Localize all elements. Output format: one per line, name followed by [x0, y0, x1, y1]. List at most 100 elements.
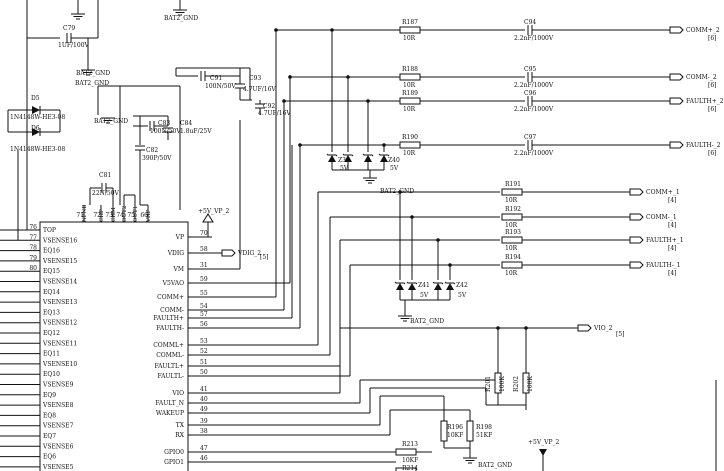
- ic-pin-number: 50: [200, 369, 208, 376]
- ic-pin-name: RX: [175, 432, 185, 439]
- port-name: FAULTH-_1: [646, 262, 681, 269]
- power-arrow: [202, 213, 214, 223]
- ground-symbol: [173, 9, 187, 16]
- resistor: [466, 420, 474, 442]
- ground-symbol: [71, 13, 85, 20]
- component-ref: C93: [249, 75, 261, 82]
- resistor: [501, 261, 523, 269]
- ground-net-label: BAT2_GND: [94, 118, 128, 125]
- resistor: [494, 372, 502, 394]
- net-port: [669, 97, 684, 105]
- component-layer: [32, 9, 684, 471]
- ic-pin-name: VSENSE5: [42, 464, 74, 471]
- component-ref: C83: [158, 120, 170, 127]
- capacitor: [527, 96, 533, 106]
- component-ref: R194: [505, 254, 521, 261]
- port-page-ref: [6]: [708, 82, 717, 89]
- ic-pin-name: VSENSE8: [42, 402, 74, 409]
- port-name: COMM+_1: [646, 189, 680, 196]
- component-value: 5V: [420, 292, 429, 299]
- zener-diode: [362, 153, 374, 162]
- resistor: [522, 372, 530, 394]
- ground-net-label: BAT2_GND: [76, 70, 110, 77]
- component-value: 10R: [403, 150, 416, 157]
- component-ref: R190: [402, 134, 418, 141]
- ic-pin-number: 71: [76, 212, 84, 219]
- component-ref: C92: [263, 103, 275, 110]
- junction-dot: [382, 143, 386, 147]
- component-ref: C97: [524, 134, 536, 141]
- component-value: 100K: [499, 376, 506, 392]
- component-value: 10R: [505, 197, 518, 204]
- ic-pin-name: NPNB: [82, 205, 88, 222]
- port-name: VIO_2: [593, 325, 613, 332]
- port-name: FAULTH+_2: [686, 98, 724, 105]
- port-page-ref: [6]: [708, 35, 717, 42]
- ground-net-label: BAT2_GND: [75, 80, 109, 87]
- component-ref: R188: [402, 66, 418, 73]
- ic-pin-name: EQ13: [43, 309, 60, 316]
- zener-diode: [444, 281, 456, 290]
- ic-pin-number: 77: [29, 234, 37, 241]
- ic-pin-number: 39: [200, 418, 208, 425]
- port-page-ref: [5]: [616, 331, 625, 338]
- ic-pin-name: COMM+: [157, 294, 184, 301]
- component-ref: C94: [524, 19, 536, 26]
- component-value: 5V: [390, 165, 399, 172]
- component-ref: R202: [513, 376, 520, 392]
- component-value: 1N4148W-HE3-08: [10, 146, 65, 153]
- ic-pin-name: EQ16: [43, 248, 60, 255]
- ic-pin-name: WAKEUP: [156, 410, 184, 417]
- resistor: [399, 26, 421, 34]
- junction-dot: [366, 99, 370, 103]
- component-ref: R196: [447, 424, 463, 431]
- net-port: [629, 261, 644, 269]
- resistor: [399, 97, 421, 105]
- ic-pin-name: EQ6: [43, 454, 56, 461]
- ic-pin-name: VSENSE9: [42, 382, 74, 389]
- ic-pin-number: 41: [200, 386, 208, 393]
- component-ref: Z40: [388, 157, 400, 164]
- net-port: [629, 188, 644, 196]
- component-value: 1.8uF/25V: [180, 128, 212, 135]
- zener-diode: [342, 153, 354, 162]
- ic-pin-name: EQ10: [43, 371, 60, 378]
- port-page-ref: [4]: [668, 270, 677, 277]
- component-value: 10KF: [402, 457, 418, 464]
- ic-pin-name: VSENSE12: [42, 320, 77, 327]
- component-ref: R187: [402, 19, 418, 26]
- net-port: [221, 249, 236, 257]
- ic-pin-number: 38: [200, 428, 208, 435]
- zener-diode: [326, 153, 338, 162]
- component-value: 5V: [340, 165, 349, 172]
- junction-dot: [346, 75, 350, 79]
- component-ref: C81: [99, 172, 111, 179]
- zener-diode: [432, 281, 444, 290]
- ic-pin-name: CHM: [111, 207, 117, 222]
- ic-pin-name: OUT1: [133, 206, 139, 222]
- capacitor: [149, 121, 155, 131]
- port-page-ref: [4]: [668, 245, 677, 252]
- port-name: COMM-_1: [646, 214, 677, 221]
- component-value: 10R: [505, 222, 518, 229]
- ground-net-label: BAT2_GND: [380, 188, 414, 195]
- net-port: [669, 73, 684, 81]
- component-ref: Z41: [418, 282, 430, 289]
- zener-diode: [394, 281, 406, 290]
- component-value: 100K: [527, 376, 534, 392]
- junction-dot: [436, 238, 440, 242]
- ic-pin-number: 46: [200, 455, 208, 462]
- ic-pin-name: EQ7: [43, 433, 56, 440]
- ground-net-label: BAT2_GND: [410, 318, 444, 325]
- ic-pin-number: 72: [93, 212, 101, 219]
- power-net-label: +5V_VP_2: [198, 208, 230, 215]
- ic-pin-number: 53: [200, 338, 208, 345]
- ic-pin-number: 76: [29, 224, 37, 231]
- ic-pin-name: VM: [173, 266, 184, 273]
- ic-pin-number: 66: [140, 212, 148, 219]
- component-ref: R201: [485, 376, 492, 392]
- ic-pin-name: EQ8: [43, 412, 56, 419]
- component-value: 10R: [505, 245, 518, 252]
